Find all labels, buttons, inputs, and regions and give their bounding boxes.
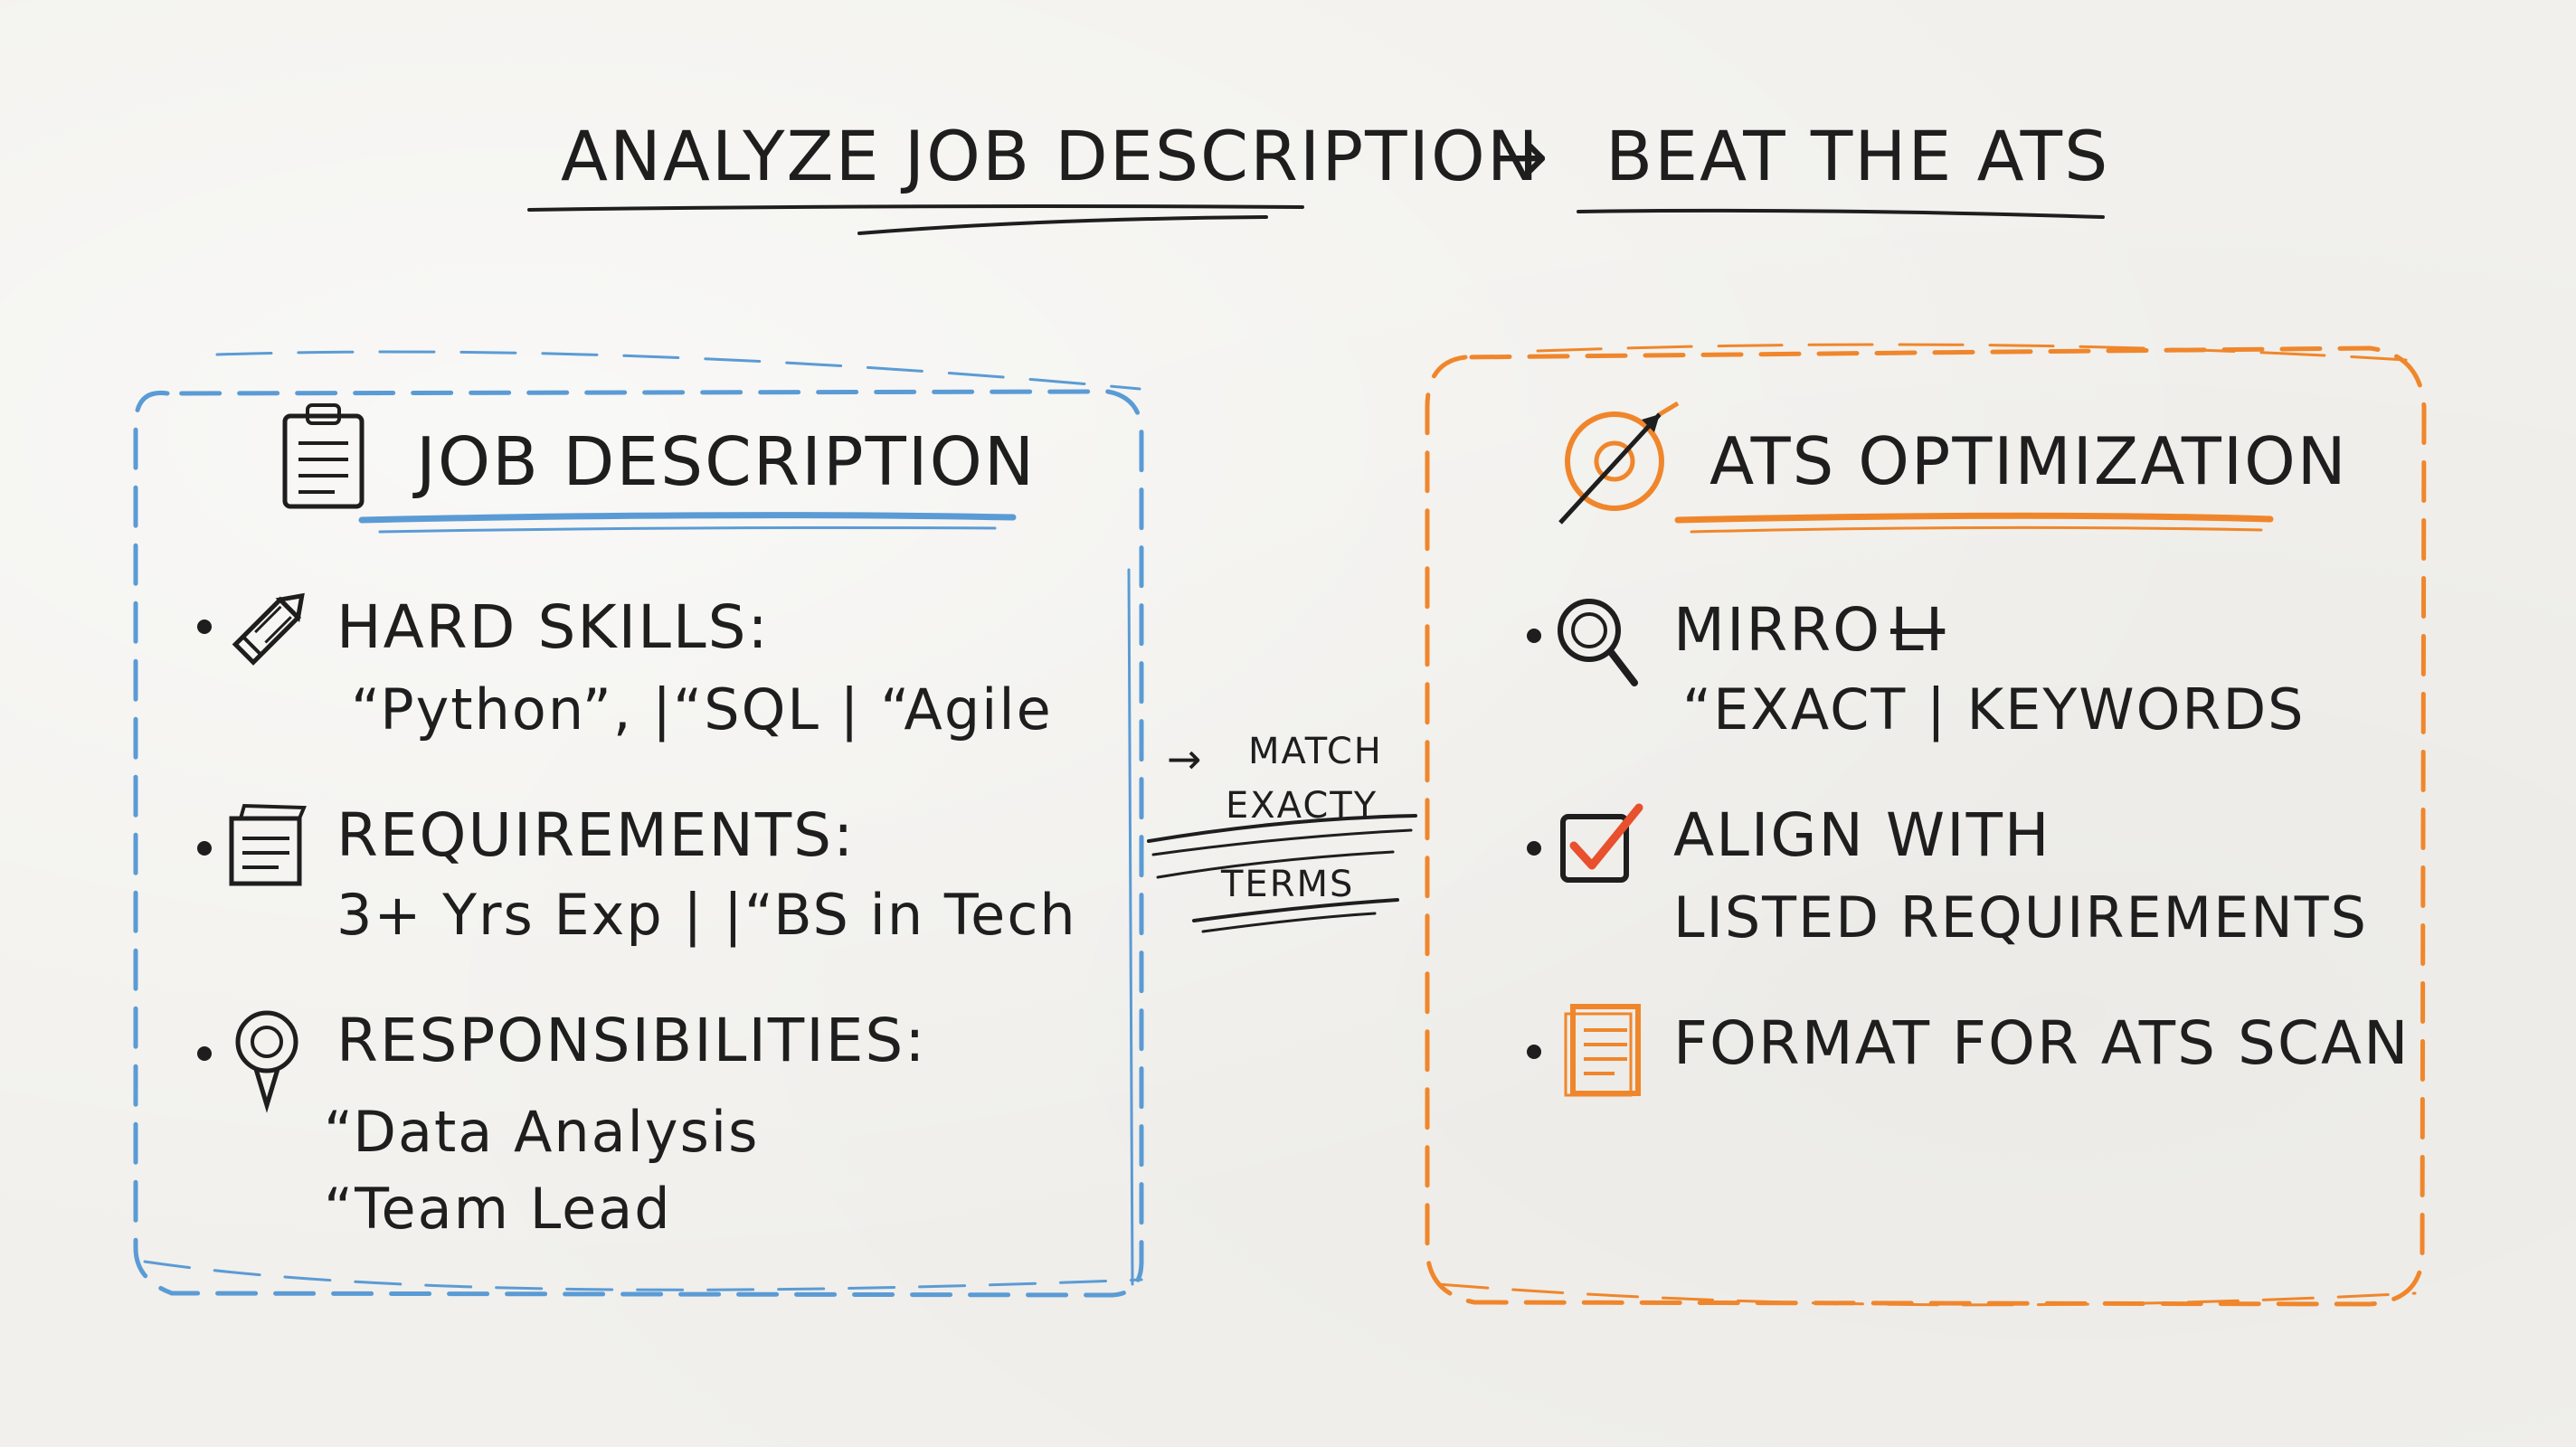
responsibilities-label: RESPONSIBILITIES: bbox=[336, 1006, 927, 1075]
pencil-icon bbox=[217, 579, 321, 683]
align-label: ALIGN WITH bbox=[1673, 800, 2051, 870]
title-right-underline bbox=[1577, 208, 2105, 219]
title-left: ANALYZE JOB DESCRIPTION bbox=[561, 116, 1540, 196]
connector-terms: TERMS bbox=[1221, 864, 1355, 905]
bullet-responsibilities bbox=[197, 1046, 212, 1061]
connector-exacty: EXACTY bbox=[1226, 785, 1378, 827]
requirements-detail: 3+ Yrs Exp | |“BS in Tech bbox=[336, 882, 1077, 948]
mirror-detail: “EXACT | KEYWORDS bbox=[1682, 676, 2306, 742]
mirror-label: MIRRO bbox=[1673, 595, 1882, 665]
hard-skills-label: HARD SKILLS: bbox=[336, 592, 770, 662]
responsibilities-detail-2: “Team Lead bbox=[324, 1176, 672, 1242]
document-icon bbox=[224, 800, 310, 891]
job-description-box bbox=[133, 350, 1144, 1298]
job-description-heading: JOB DESCRIPTION bbox=[416, 423, 1037, 501]
title-right: BEAT THE ATS bbox=[1605, 116, 2110, 196]
bullet-mirror bbox=[1527, 629, 1541, 643]
hard-skills-detail: “Python”, |“SQL | “Agile bbox=[351, 676, 1053, 742]
title-left-underline-2 bbox=[857, 215, 1268, 235]
checkbox-icon bbox=[1556, 800, 1646, 891]
magnifier-icon bbox=[1551, 592, 1642, 692]
requirements-label: REQUIREMENTS: bbox=[336, 800, 856, 870]
bullet-align bbox=[1527, 841, 1541, 856]
connector-match: MATCH bbox=[1248, 731, 1383, 772]
ats-optimization-box bbox=[1425, 343, 2427, 1307]
clipboard-icon bbox=[276, 398, 375, 515]
responsibilities-detail-1: “Data Analysis bbox=[324, 1099, 760, 1165]
format-label: FORMAT FOR ATS SCAN bbox=[1673, 1008, 2410, 1078]
mirror-struck-text: LI bbox=[1890, 595, 1946, 665]
title-left-underline bbox=[527, 204, 1304, 212]
job-heading-underline bbox=[358, 512, 1017, 524]
title-arrow: → bbox=[1491, 116, 1550, 196]
resume-document-icon bbox=[1560, 999, 1646, 1099]
bullet-format bbox=[1527, 1045, 1541, 1059]
lightbulb-pin-icon bbox=[231, 1006, 303, 1114]
align-detail: LISTED REQUIREMENTS bbox=[1673, 884, 2368, 950]
ats-heading-underline bbox=[1674, 512, 2274, 524]
connector-arrow: → bbox=[1167, 734, 1204, 783]
ats-heading: ATS OPTIMIZATION bbox=[1709, 423, 2348, 499]
target-arrow-icon bbox=[1551, 396, 1687, 532]
bullet-requirements bbox=[197, 841, 212, 856]
bullet-hard-skills bbox=[197, 619, 212, 634]
connector-lines bbox=[1147, 814, 1417, 933]
